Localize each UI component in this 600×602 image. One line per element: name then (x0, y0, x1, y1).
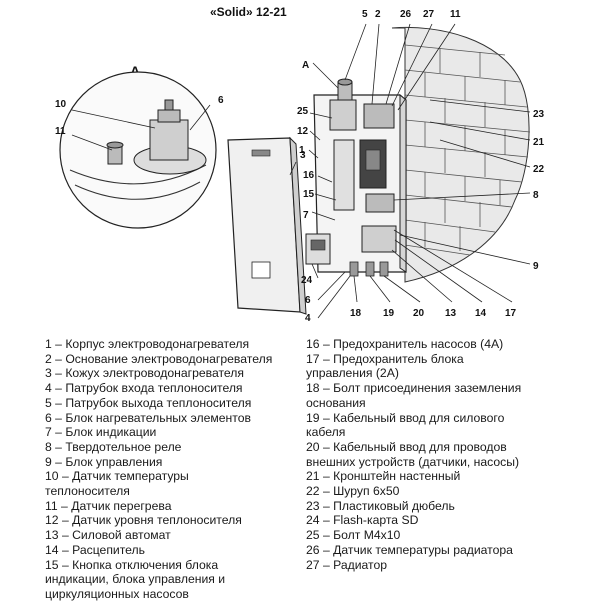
callout-unit-25: 25 (297, 106, 309, 117)
legend-line: 7 – Блок индикации (45, 425, 157, 440)
detail-view-a (59, 71, 217, 229)
legend-line: 25 – Болт М4х10 (306, 528, 401, 543)
legend-line: 4 – Патрубок входа теплоносителя (45, 381, 243, 396)
legend-right: 16 – Предохранитель насосов (4А) 17 – Пр… (306, 337, 596, 572)
brick-wall (391, 26, 531, 283)
callout-right-9: 9 (533, 261, 539, 272)
callout-bottom-20: 20 (413, 308, 425, 319)
legend-line: 1 – Корпус электроводонагревателя (45, 337, 250, 351)
callout-unit-4: 4 (305, 313, 311, 324)
legend-line: 20 – Кабельный ввод для проводов (306, 439, 507, 454)
legend-line: 21 – Кронштейн настенный (306, 469, 461, 484)
legend-line: 24 – Flash-карта SD (306, 513, 419, 528)
callout-right-22: 22 (533, 164, 545, 175)
legend-line: 2 – Основание электроводонагревателя (45, 351, 273, 366)
callout-top-5: 5 (362, 9, 368, 20)
callout-unit-12: 12 (297, 126, 309, 137)
callout-bottom-13: 13 (445, 308, 457, 319)
legend-line: 22 – Шуруп 6х50 (306, 484, 400, 499)
diagram-title: «Solid» 12-21 (210, 5, 287, 19)
legend-line: 17 – Предохранитель блока (306, 351, 464, 366)
legend-line: 6 – Блок нагревательных элементов (45, 410, 251, 425)
legend-line: 14 – Расцепитель (45, 542, 146, 557)
legend-line: 9 – Блок управления (45, 454, 163, 469)
legend-line: 16 – Предохранитель насосов (4А) (306, 337, 504, 351)
callout-right-8: 8 (533, 190, 539, 201)
callout-unit-6: 6 (305, 295, 311, 306)
callout-top-11: 11 (450, 9, 461, 20)
legend-line: управления (2А) (306, 366, 399, 381)
callout-cover-3: 3 (300, 150, 306, 161)
callout-unit-a: A (302, 60, 309, 71)
legend-line: 12 – Датчик уровня теплоносителя (45, 513, 242, 528)
callout-bottom-14: 14 (475, 308, 487, 319)
legend-line: внешних устройств (датчики, насосы) (306, 454, 520, 469)
legend-line: 13 – Силовой автомат (45, 528, 171, 543)
boiler-unit (305, 78, 407, 277)
legend-line: 26 – Датчик температуры радиатора (306, 542, 513, 557)
callout-top-2: 2 (375, 9, 381, 20)
legend-line: 23 – Пластиковый дюбель (306, 498, 455, 513)
legend-line: основания (306, 395, 366, 410)
callout-bottom-17: 17 (505, 308, 517, 319)
callout-bottom-19: 19 (383, 308, 395, 319)
callout-unit-16: 16 (303, 170, 315, 181)
callout-unit-7: 7 (303, 210, 309, 221)
legend-line: 27 – Радиатор (306, 557, 388, 572)
callout-unit-24: 24 (301, 275, 313, 286)
callout-right-21: 21 (533, 137, 545, 148)
legend-line: 8 – Твердотельное реле (45, 439, 182, 454)
callout-top-26: 26 (400, 9, 412, 20)
callout-unit-15: 15 (303, 189, 315, 200)
legend-line: 3 – Кожух электроводонагревателя (45, 366, 245, 381)
legend-line: 5 – Патрубок выхода теплоносителя (45, 395, 252, 410)
callout-detail-6: 6 (218, 95, 224, 106)
callout-detail-10: 10 (55, 99, 67, 110)
callout-detail-11: 11 (55, 126, 66, 137)
front-cover (227, 136, 307, 315)
legend-line: 10 – Датчик температуры (45, 469, 189, 484)
legend-line: индикации, блока управления и (45, 572, 226, 587)
detail-label: A (130, 63, 140, 79)
callout-top-27: 27 (423, 9, 435, 20)
legend-line: 18 – Болт присоединения заземления (306, 381, 522, 396)
legend-left: 1 – Корпус электроводонагревателя 2 – Ос… (45, 337, 305, 602)
legend-line: теплоносителя (45, 484, 130, 499)
callout-right-23: 23 (533, 109, 545, 120)
legend-line: 19 – Кабельный ввод для силового (306, 410, 505, 425)
legend-line: 11 – Датчик перегрева (45, 498, 172, 513)
callout-bottom-18: 18 (350, 308, 362, 319)
legend-line: кабеля (306, 425, 346, 440)
legend-line: 15 – Кнопка отключения блока (45, 557, 219, 572)
boiler-diagram: «Solid» 12-21 A (55, 5, 545, 324)
callout-unit-1: 1 (299, 145, 305, 156)
legend-line: циркуляционных насосов (45, 586, 189, 601)
